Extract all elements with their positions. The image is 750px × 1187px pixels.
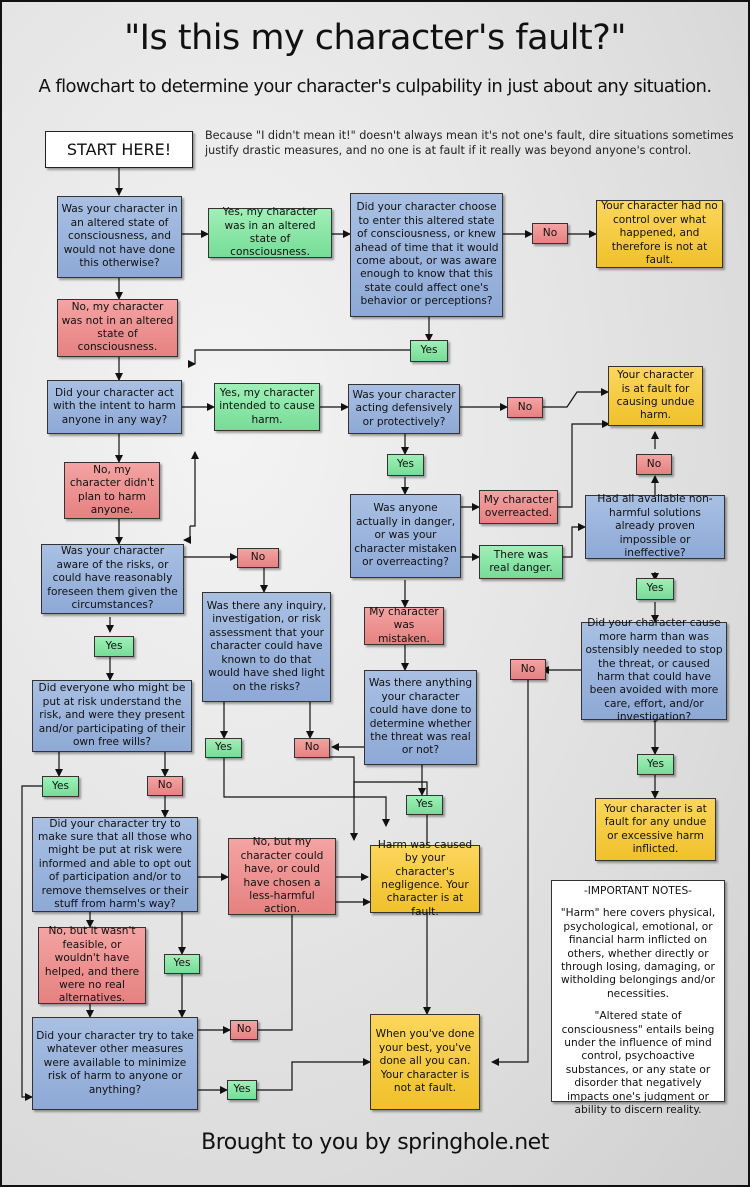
answer-yes-tried-inform: Yes: [164, 954, 200, 974]
question-intent-harm: Did your character act with the intent t…: [47, 380, 182, 434]
answer-mistaken: My character was mistaken.: [364, 606, 444, 645]
question-nonharmful-solutions: Had all available non-harmful solutions …: [585, 493, 725, 559]
page-subtitle: A flowchart to determine your character'…: [38, 76, 713, 97]
answer-yes-aware: Yes: [94, 636, 134, 657]
answer-no-nonharmful: No: [636, 454, 672, 475]
answer-yes-minimize: Yes: [227, 1080, 257, 1100]
question-tried-inform: Did your character try to make sure that…: [32, 817, 198, 912]
answer-no-but-not-feasible: No, but it wasn't feasible, or wouldn't …: [38, 925, 146, 1004]
question-inquiry: Was there any inquiry, investigation, or…: [202, 592, 331, 702]
answer-yes-inquiry: Yes: [205, 738, 242, 758]
answer-no-but-less-harmful: No, but my character could have, or coul…: [228, 836, 336, 915]
answer-no-aware: No: [237, 548, 279, 568]
result-undue-harm: Your character is at fault for causing u…: [608, 366, 703, 426]
notes-heading: -IMPORTANT NOTES-: [583, 885, 693, 897]
answer-yes-intent: Yes, my character intended to cause harm…: [214, 383, 320, 431]
answer-overreacted: My character overreacted.: [479, 490, 558, 524]
answer-no-more-harm: No: [510, 659, 546, 680]
answer-no-altered: No, my character was not in an altered s…: [57, 299, 178, 357]
answer-yes-choose: Yes: [410, 340, 448, 362]
result-excessive-harm: Your character is at fault for any undue…: [595, 798, 716, 861]
answer-no-everyone: No: [147, 776, 183, 796]
question-real-danger: Was anyone actually in danger, or was yo…: [350, 494, 461, 578]
answer-yes-everyone: Yes: [42, 776, 79, 797]
answer-yes-nonharmful: Yes: [636, 578, 674, 600]
footer-credit: Brought to you by springhole.net: [201, 1130, 549, 1155]
answer-yes-altered: Yes, my character was in an altered stat…: [208, 206, 332, 258]
answer-real-danger: There was real danger.: [479, 545, 563, 579]
answer-yes-anything: Yes: [406, 795, 443, 815]
important-notes: -IMPORTANT NOTES- "Harm" here covers phy…: [551, 880, 725, 1116]
answer-no-inquiry: No: [294, 738, 330, 758]
result-done-best: When you've done your best, you've done …: [370, 1014, 480, 1110]
intro-text: Because "I didn't mean it!" doesn't alwa…: [205, 129, 734, 157]
page-title: "Is this my character's fault?": [124, 18, 626, 58]
answer-no-defensive: No: [507, 397, 543, 418]
notes-altered-definition: "Altered state of consciousness" entails…: [561, 1010, 715, 1117]
question-choose-altered: Did your character choose to enter this …: [350, 193, 503, 317]
answer-no-minimize: No: [230, 1020, 258, 1040]
start-node: START HERE!: [45, 131, 193, 168]
answer-yes-defensive: Yes: [387, 454, 424, 476]
question-minimize-risk: Did your character try to take whatever …: [32, 1017, 198, 1110]
question-more-harm: Did your character cause more harm than …: [581, 617, 727, 723]
answer-no-choose: No: [532, 223, 568, 244]
question-anything-determine: Was there anything your character could …: [364, 670, 477, 765]
notes-harm-definition: "Harm" here covers physical, psychologic…: [560, 907, 716, 1000]
question-everyone-understand: Did everyone who might be put at risk un…: [32, 680, 192, 752]
question-altered-state: Was your character in an altered state o…: [57, 196, 182, 278]
result-negligence: Harm was caused by your character's negl…: [370, 839, 480, 918]
question-defensive: Was your character acting defensively or…: [348, 384, 460, 434]
question-aware-risks: Was your character aware of the risks, o…: [41, 544, 184, 614]
answer-yes-more-harm: Yes: [637, 754, 674, 775]
result-no-control: Your character had no control over what …: [596, 200, 723, 268]
answer-no-intent: No, my character didn't plan to harm any…: [64, 462, 160, 519]
